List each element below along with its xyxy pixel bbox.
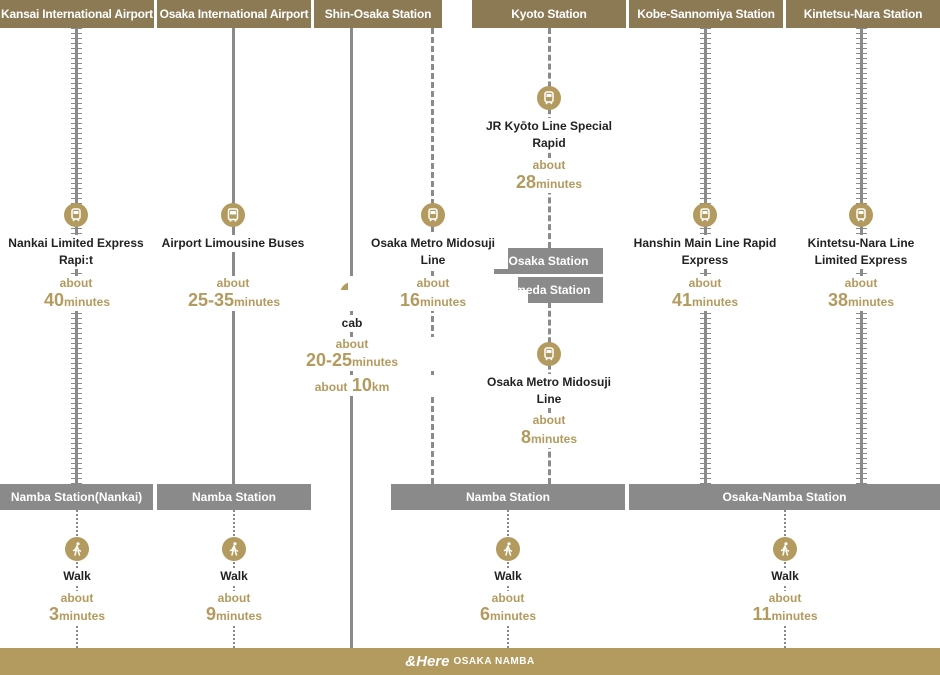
station-namba-limousine: Namba Station <box>157 484 311 510</box>
train-icon <box>537 342 561 366</box>
walk-icon <box>222 537 246 561</box>
station-osaka: Osaka Station <box>494 248 603 274</box>
walk-icon <box>496 537 520 561</box>
station-namba-metro: Namba Station <box>391 484 625 510</box>
route-time-nankai: 40minutes <box>0 290 172 311</box>
station-osaka-namba: Osaka-Namba Station <box>629 484 940 510</box>
line-osaka-airport <box>232 28 235 484</box>
route-label-nankai: Nankai Limited Express Rapi:t <box>1 235 151 269</box>
walk-time-4: 11minutes <box>690 604 880 625</box>
route-time-umeda-metro: 8minutes <box>454 427 644 448</box>
walk-icon <box>65 537 89 561</box>
walk-time-3: 6minutes <box>413 604 603 625</box>
destination-banner: &Here OSAKA NAMBA <box>0 648 940 675</box>
walk-about-4: about <box>700 591 870 605</box>
route-label-hanshin: Hanshin Main Line Rapid Express <box>630 235 780 269</box>
route-label-cab: cab <box>277 315 427 332</box>
walk-about-3: about <box>423 591 593 605</box>
route-distance-cab: about 10km <box>257 375 447 396</box>
header-shin-osaka: Shin-Osaka Station <box>314 0 442 28</box>
route-time-jr-kyoto: 28minutes <box>454 172 644 193</box>
walk-about-1: about <box>0 591 162 605</box>
route-time-kintetsu: 38minutes <box>766 290 940 311</box>
route-about-cab: about <box>267 337 437 351</box>
train-icon <box>693 203 717 227</box>
route-about-jr-kyoto: about <box>464 158 634 172</box>
header-kintetsu-nara: Kintetsu-Nara Station <box>786 0 940 28</box>
route-time-cab: 20-25minutes <box>257 350 447 371</box>
header-kobe-sannomiya: Kobe-Sannomiya Station <box>629 0 783 28</box>
route-time-hanshin: 41minutes <box>610 290 800 311</box>
walk-time-2: 9minutes <box>139 604 329 625</box>
route-about-hanshin: about <box>620 276 790 290</box>
walk-label-4: Walk <box>710 568 860 585</box>
brand-logo: &Here <box>405 653 450 670</box>
walk-label-3: Walk <box>433 568 583 585</box>
route-label-umeda-metro: Osaka Metro Midosuji Line <box>474 374 624 408</box>
route-label-shin-osaka-metro: Osaka Metro Midosuji Line <box>358 235 508 269</box>
route-about-kintetsu: about <box>776 276 940 290</box>
route-about-nankai: about <box>0 276 161 290</box>
route-time-shin-osaka-metro: 16minutes <box>338 290 528 311</box>
train-icon <box>537 86 561 110</box>
walk-about-2: about <box>149 591 319 605</box>
route-label-kintetsu: Kintetsu-Nara Line Limited Express <box>786 235 936 269</box>
train-icon <box>849 203 873 227</box>
route-about-shin-osaka-metro: about <box>348 276 518 290</box>
route-time-limousine: 25-35minutes <box>139 290 329 311</box>
header-osaka-airport: Osaka International Airport <box>157 0 311 28</box>
route-about-limousine: about <box>148 276 318 290</box>
walk-icon <box>773 537 797 561</box>
brand-subtitle: OSAKA NAMBA <box>453 656 535 667</box>
train-icon <box>421 203 445 227</box>
walk-time-1: 3minutes <box>0 604 172 625</box>
route-label-jr-kyoto: JR Kyōto Line Special Rapid <box>474 118 624 152</box>
walk-label-2: Walk <box>159 568 309 585</box>
route-label-limousine: Airport Limousine Buses <box>158 235 308 252</box>
header-kansai-airport: Kansai International Airport <box>0 0 154 28</box>
header-kyoto: Kyoto Station <box>472 0 626 28</box>
train-icon <box>64 203 88 227</box>
bus-icon <box>221 203 245 227</box>
walk-label-1: Walk <box>2 568 152 585</box>
route-about-umeda-metro: about <box>464 413 634 427</box>
station-namba-nankai: Namba Station(Nankai) <box>0 484 153 510</box>
